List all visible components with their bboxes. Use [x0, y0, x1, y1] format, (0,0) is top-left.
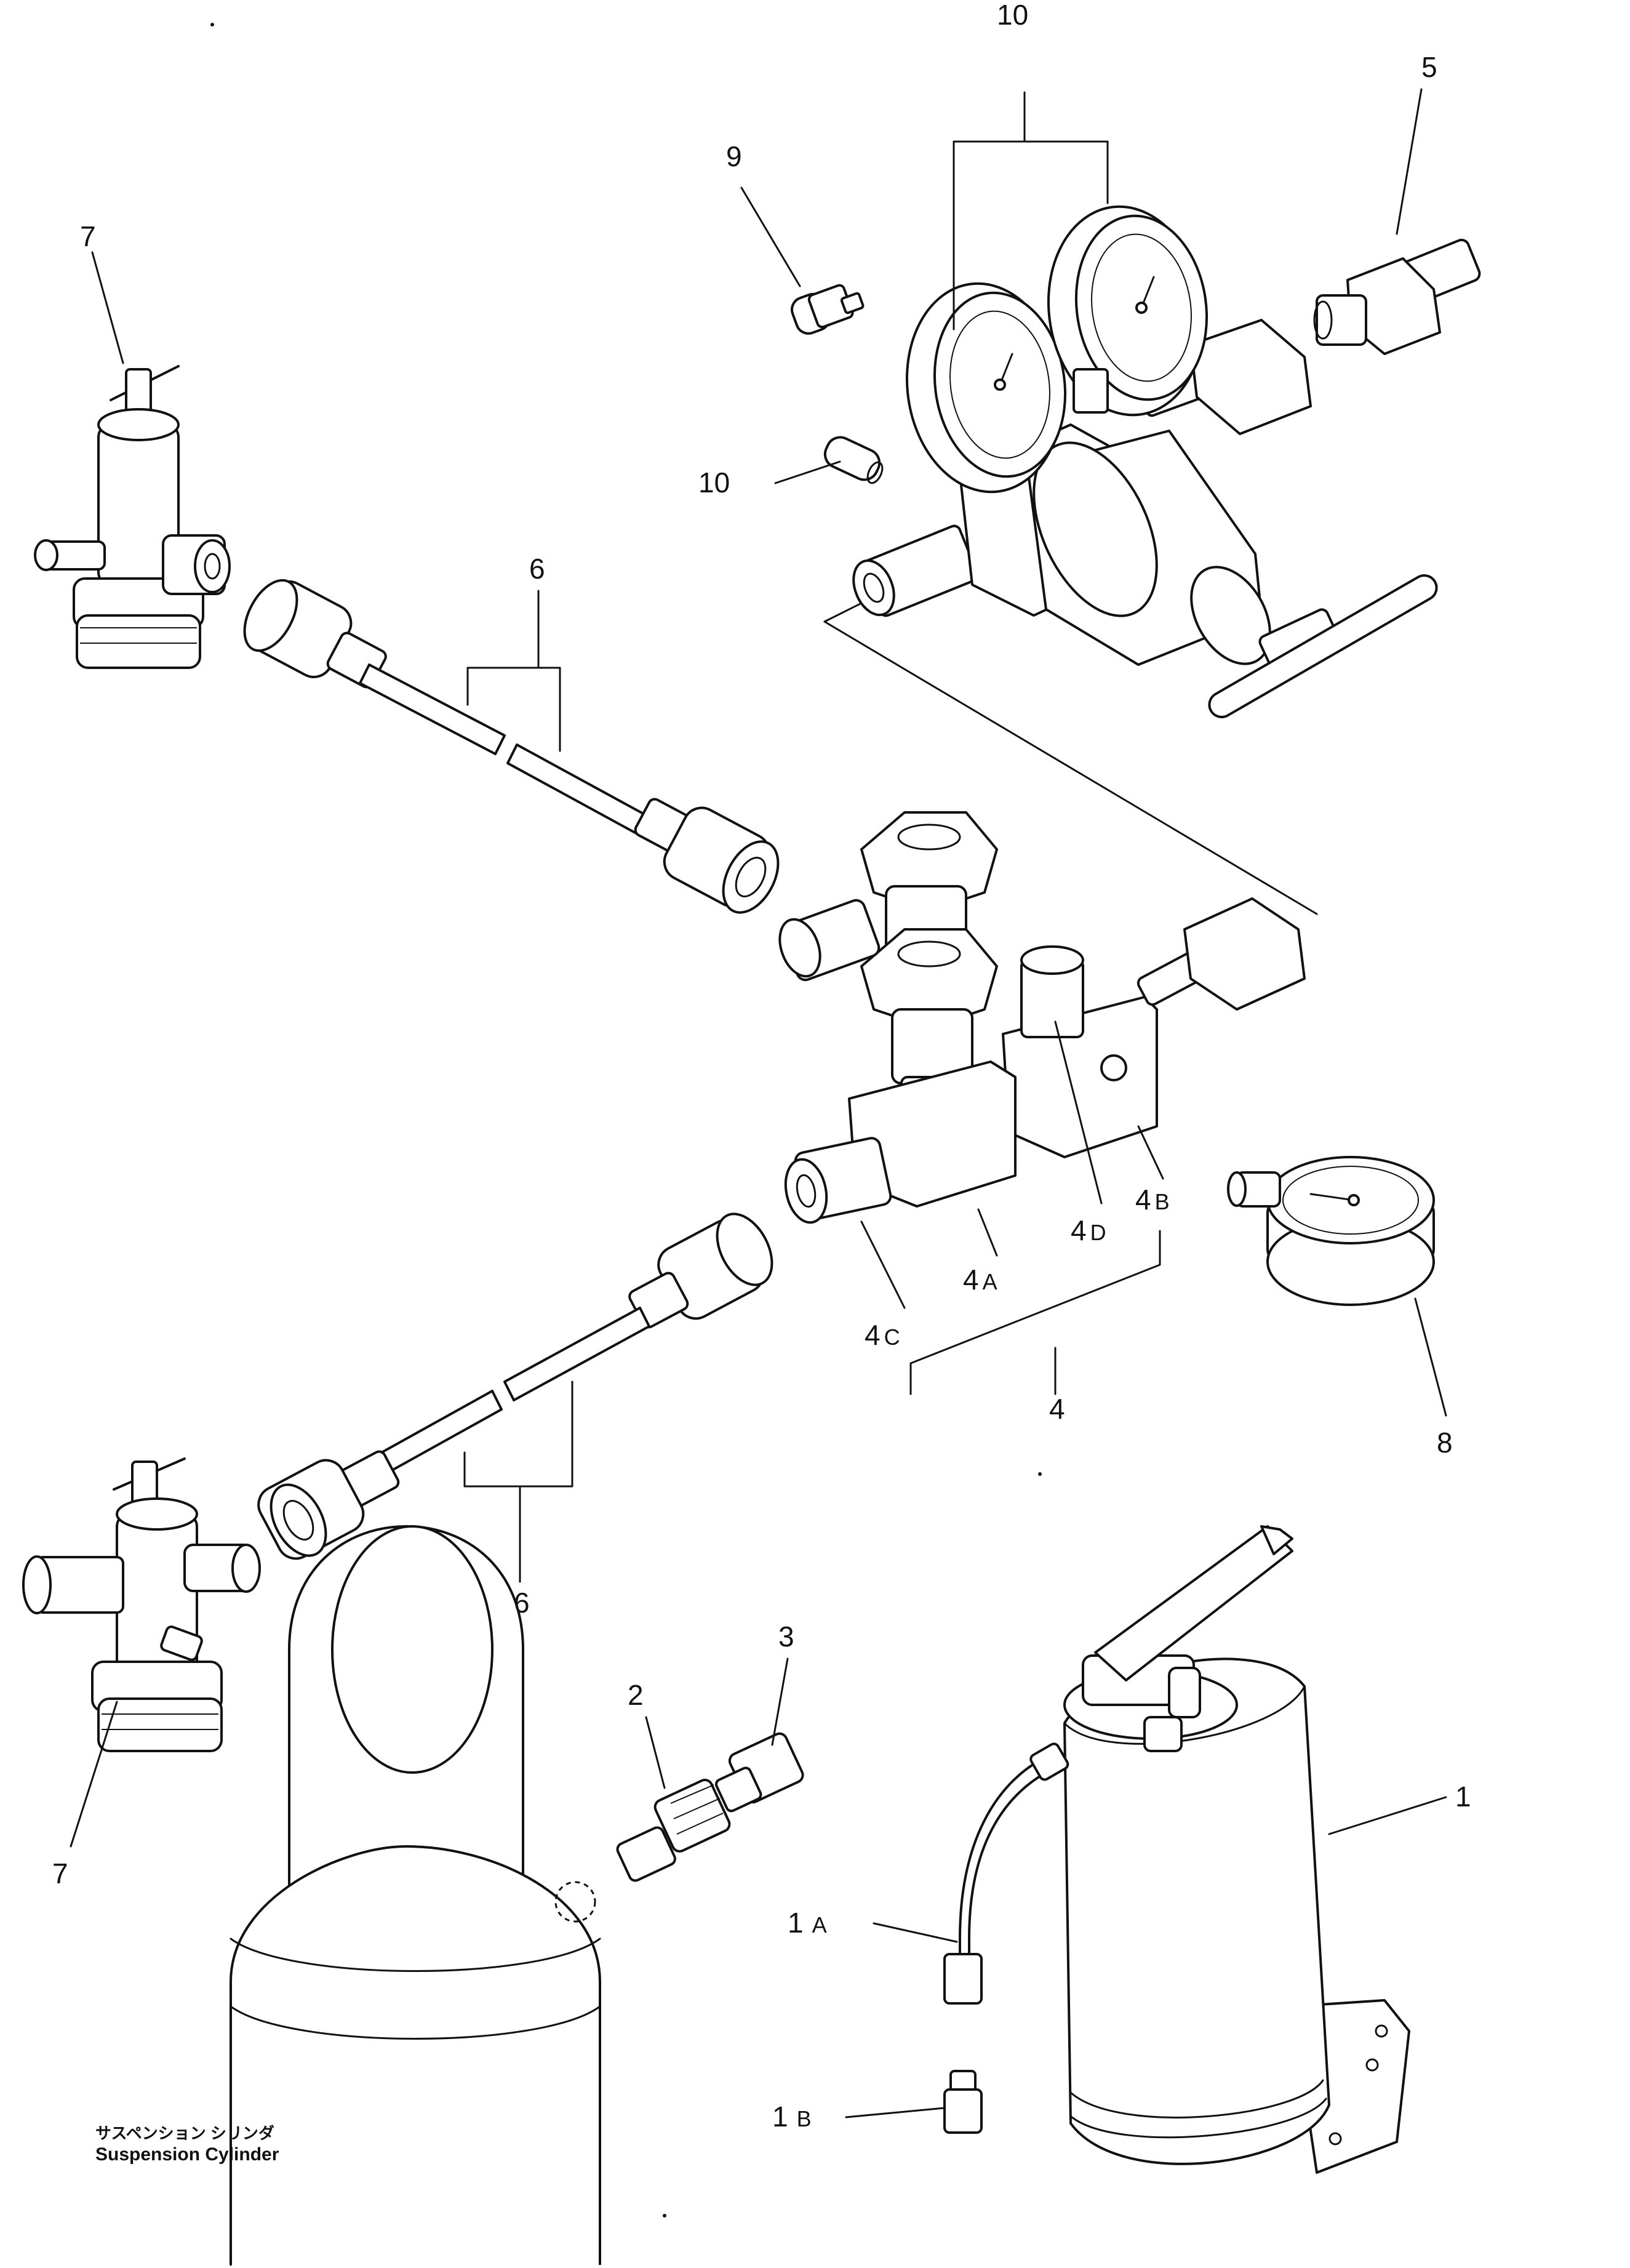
cap-part-10: [823, 436, 884, 484]
fitting-part-9: [791, 284, 865, 335]
caption-english: Suspension Cylinder: [95, 2144, 279, 2165]
label-10-top: 10: [997, 0, 1028, 31]
leader-lines: [70, 88, 1447, 2266]
nozzle-1b: [943, 2070, 983, 2134]
label-8: 8: [1437, 1427, 1453, 1459]
cylinder-caption: サスペンション シリンダ Suspension Cylinder: [95, 2124, 279, 2165]
scan-dots: [210, 23, 1042, 2218]
label-6-top: 6: [529, 553, 545, 585]
charging-valve-top: [34, 365, 231, 669]
coupler-part-2: [616, 1779, 731, 1882]
caption-japanese: サスペンション シリンダ: [95, 2124, 274, 2142]
pressure-regulator: [823, 205, 1438, 915]
charging-valve-bottom: [22, 1457, 261, 1752]
label-7-bottom: 7: [52, 1857, 68, 1889]
label-10-left: 10: [698, 467, 730, 499]
adapter-part-5: [1313, 238, 1481, 355]
suspension-cylinder: [230, 1525, 601, 2265]
label-9: 9: [726, 140, 742, 172]
label-7-top: 7: [80, 220, 96, 252]
hand-pump-part-1: [1063, 1525, 1410, 2174]
adapter-part-3: [715, 1732, 804, 1813]
pump-hose-1a: [943, 1742, 1069, 2005]
label-3: 3: [778, 1621, 794, 1653]
label-4: 4: [1049, 1393, 1065, 1425]
hose-bottom: [257, 1212, 773, 1560]
hose-top: [243, 579, 780, 914]
label-2: 2: [628, 1679, 644, 1711]
pressure-gauge-part-8: [1227, 1156, 1435, 1306]
manifold-valve-block: [778, 811, 1306, 1224]
label-6-bottom: 6: [514, 1587, 530, 1619]
label-1: 1: [1455, 1781, 1471, 1813]
label-5: 5: [1421, 51, 1437, 83]
